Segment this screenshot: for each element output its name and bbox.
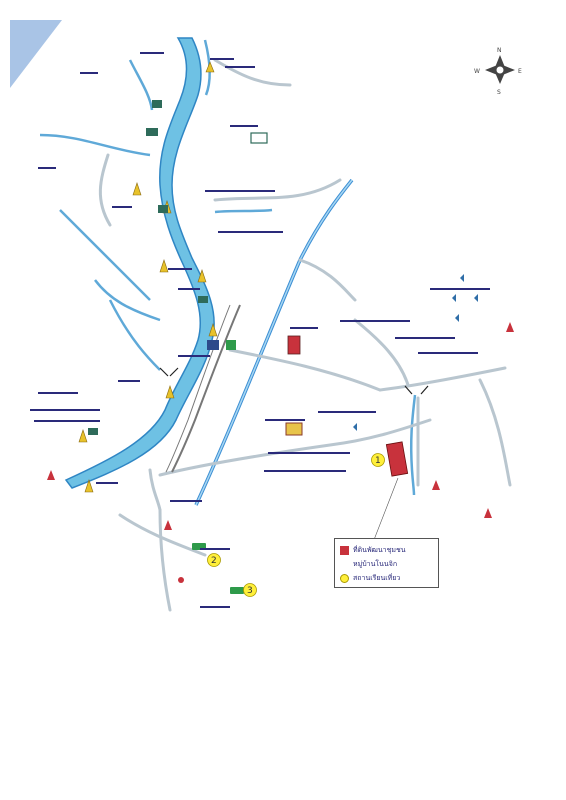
railway: [165, 304, 241, 473]
fish-icon: [443, 314, 459, 322]
streams: [39, 39, 417, 496]
project-site: [385, 441, 409, 477]
school-icon: [198, 296, 208, 303]
fish-icons: [341, 274, 478, 431]
poi-marker-1[interactable]: 1: [371, 453, 385, 467]
svg-text:1: 1: [375, 456, 381, 466]
compass-rose: N S E W: [474, 47, 522, 96]
school-icon: [152, 100, 162, 108]
fish-icon: [448, 274, 464, 282]
temple-icon: [208, 323, 218, 337]
legend-row-site: ที่ดินพัฒนาชุมชน: [340, 543, 433, 557]
legend-label: หมู่บ้านโนนจิก: [353, 559, 398, 568]
fish-icon: [341, 423, 357, 431]
temple-icon: [84, 479, 94, 493]
project-leader-line: [371, 477, 399, 546]
legend-row-poi: สถานเรียนเที่ยว: [340, 571, 433, 585]
school-icon: [88, 428, 98, 435]
legend-swatch-yellow: [340, 573, 349, 583]
svg-text:W: W: [474, 68, 480, 75]
svg-text:E: E: [518, 68, 522, 75]
poi-marker-2[interactable]: 2: [207, 553, 221, 567]
svg-text:2: 2: [211, 556, 217, 566]
map-text-marks: [30, 52, 490, 608]
school-icon: [146, 128, 158, 136]
temple-icon: [159, 259, 169, 273]
temple-icon: [197, 269, 207, 283]
store-icon: [226, 340, 236, 350]
bus-icons: [192, 543, 244, 594]
legend-label: ที่ดินพัฒนาชุมชน: [353, 545, 406, 554]
red-flags: [47, 322, 514, 583]
fish-icon: [440, 294, 456, 302]
svg-text:S: S: [497, 89, 501, 96]
office-icon: [285, 422, 303, 436]
map-legend: ที่ดินพัฒนาชุมชน หมู่บ้านโนนจิก สถานเรีย…: [334, 538, 439, 588]
svg-text:N: N: [497, 47, 502, 54]
roads: [98, 58, 512, 612]
legend-label: สถานเรียนเที่ยว: [353, 573, 401, 582]
temple-icon: [165, 385, 175, 399]
svg-text:3: 3: [247, 586, 253, 596]
buildings: [88, 100, 303, 436]
corner-fold: [10, 20, 62, 88]
monument-icon: [287, 335, 301, 355]
temple-icon: [78, 429, 88, 443]
main-river: [64, 37, 215, 489]
legend-swatch-red: [340, 545, 349, 555]
temple-icon: [132, 182, 142, 196]
legend-row-village: หมู่บ้านโนนจิก: [340, 557, 433, 571]
poi-marker-3[interactable]: 3: [243, 583, 257, 597]
police-icon: [207, 340, 219, 350]
temple-icon: [205, 61, 215, 73]
fish-icon: [462, 294, 478, 302]
school-icon: [158, 205, 168, 213]
bridges: [159, 367, 429, 395]
bus-icon: [230, 587, 244, 594]
office-icon: [250, 132, 268, 144]
canal: [194, 178, 354, 506]
